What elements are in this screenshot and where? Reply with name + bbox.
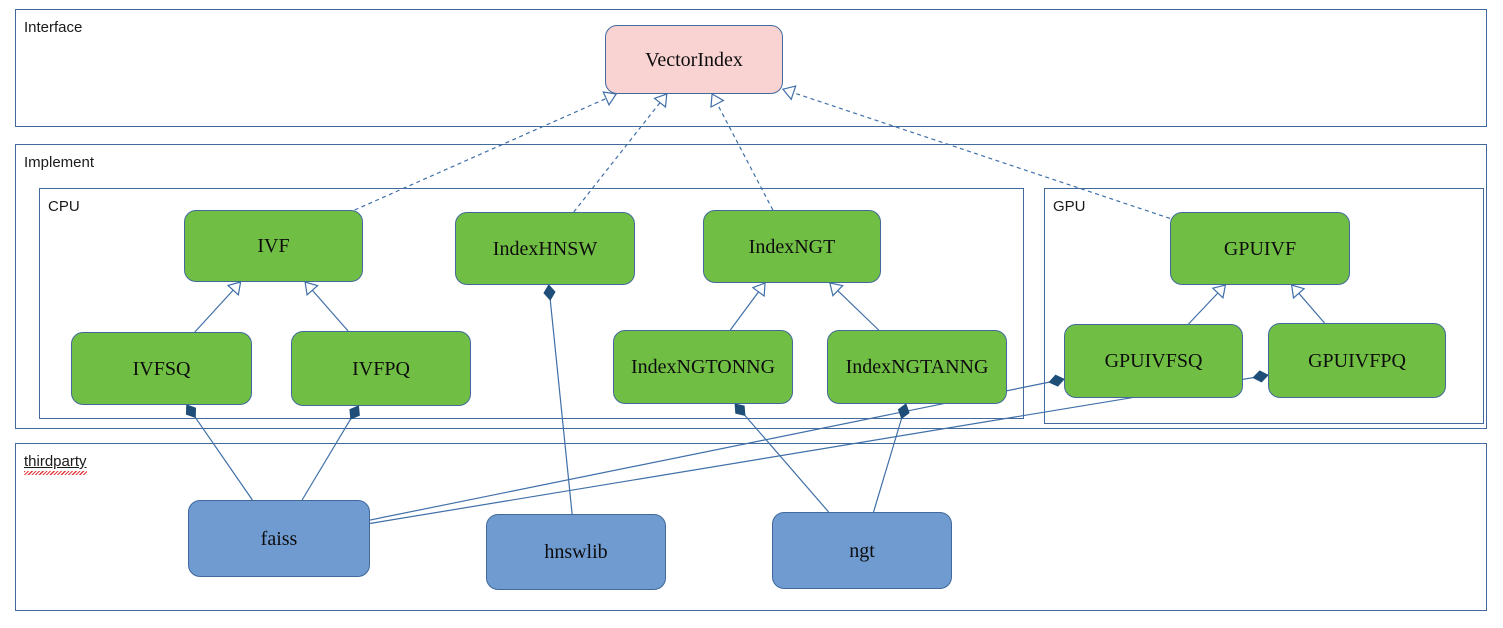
class-node-label: GPUIVFSQ bbox=[1104, 350, 1203, 372]
class-node-label: IndexNGTONNG bbox=[630, 356, 776, 378]
class-node-label: VectorIndex bbox=[645, 48, 743, 71]
class-node-label: IndexNGTANNG bbox=[845, 356, 989, 378]
spellcheck-squiggle bbox=[24, 471, 87, 475]
class-node-label: IVFPQ bbox=[352, 357, 410, 380]
package-gpu bbox=[1044, 188, 1484, 424]
class-node-gpuivfpq[interactable]: GPUIVFPQ bbox=[1268, 323, 1446, 398]
class-node-label: faiss bbox=[260, 527, 298, 550]
class-node-label: GPUIVF bbox=[1223, 237, 1297, 260]
class-node-label: IndexNGT bbox=[748, 235, 836, 258]
class-node-label: IVF bbox=[257, 235, 290, 257]
class-node-ivf[interactable]: IVF bbox=[184, 210, 363, 282]
class-node-hnswlib[interactable]: hnswlib bbox=[486, 514, 666, 590]
class-node-label: IndexHNSW bbox=[492, 237, 598, 260]
class-node-gpuivf[interactable]: GPUIVF bbox=[1170, 212, 1350, 285]
class-node-gpuivfsq[interactable]: GPUIVFSQ bbox=[1064, 324, 1243, 398]
class-node-ivfpq[interactable]: IVFPQ bbox=[291, 331, 471, 406]
class-node-label: GPUIVFPQ bbox=[1308, 349, 1406, 372]
class-node-vectorindex[interactable]: VectorIndex bbox=[605, 25, 783, 94]
package-label-gpu: GPU bbox=[1053, 198, 1086, 215]
class-node-indexngtanng[interactable]: IndexNGTANNG bbox=[827, 330, 1007, 404]
package-label-thirdparty: thirdparty bbox=[24, 453, 87, 475]
class-node-indexhnsw[interactable]: IndexHNSW bbox=[455, 212, 635, 285]
class-node-ivfsq[interactable]: IVFSQ bbox=[71, 332, 252, 405]
class-node-faiss[interactable]: faiss bbox=[188, 500, 370, 577]
class-node-label: hnswlib bbox=[544, 541, 608, 563]
package-label-implement: Implement bbox=[24, 154, 95, 171]
package-label-cpu: CPU bbox=[48, 198, 80, 215]
package-label-interface: Interface bbox=[24, 19, 83, 36]
class-node-indexngtonng[interactable]: IndexNGTONNG bbox=[613, 330, 793, 404]
class-node-label: IVFSQ bbox=[132, 357, 191, 380]
class-node-indexngt[interactable]: IndexNGT bbox=[703, 210, 881, 283]
class-node-ngt[interactable]: ngt bbox=[772, 512, 952, 589]
class-node-label: ngt bbox=[849, 539, 875, 562]
